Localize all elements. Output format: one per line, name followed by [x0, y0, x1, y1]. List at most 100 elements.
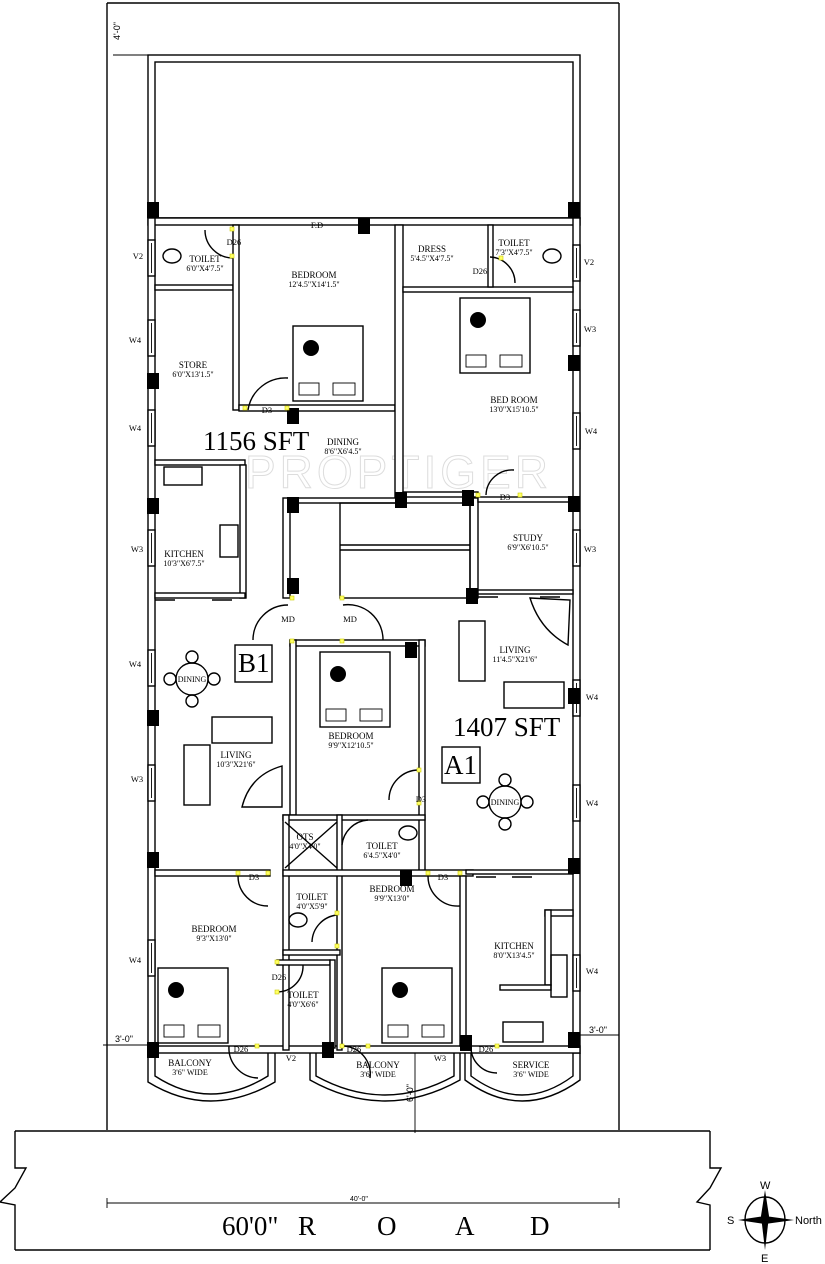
wall [477, 589, 574, 595]
wall [282, 814, 290, 1051]
room-name: TOILET [366, 841, 398, 851]
room-name: BEDROOM [369, 884, 414, 894]
room-size: 5'4.5"X4'7.5" [410, 254, 453, 263]
door-hinge [517, 492, 523, 498]
door-hinge [229, 253, 235, 259]
room-size: 4'0"X5'9" [296, 902, 327, 911]
room-size: 6'4.5"X4'0" [363, 851, 400, 860]
wall [544, 909, 552, 986]
wall [232, 224, 240, 411]
wall [239, 464, 247, 599]
wall [154, 592, 246, 599]
door-hinge [274, 989, 280, 995]
column [287, 408, 299, 424]
bed [381, 967, 453, 1044]
door-hinge [416, 800, 422, 806]
toilet-fixture [398, 825, 418, 841]
room-name: BEDROOM [191, 924, 236, 934]
unit-b1-box [234, 644, 273, 683]
door-swing [341, 819, 369, 846]
chair [498, 817, 512, 831]
door-label: D3 [262, 405, 272, 415]
unit-a1-box [441, 746, 481, 784]
door-label: D26 [347, 1044, 362, 1054]
room-name: TOILET [189, 254, 221, 264]
room-size: 11'4.5"X21'6" [493, 655, 538, 664]
door-hinge [334, 910, 340, 916]
door-hinge [289, 638, 295, 644]
wall [276, 959, 331, 966]
sofa [183, 744, 211, 806]
room-name: TOILET [287, 990, 319, 1000]
door-hinge [229, 226, 235, 232]
compass-icon: W S North E [727, 1180, 822, 1264]
door-label: D26 [473, 266, 488, 276]
door-swing [276, 964, 304, 993]
window-label: W4 [586, 692, 599, 702]
sofa [503, 681, 565, 709]
wall [329, 959, 336, 1049]
window-label: W3 [584, 324, 596, 334]
door-label: D26 [272, 972, 287, 982]
door-label: F.D [311, 220, 323, 230]
road-width: 60'0" [222, 1211, 278, 1241]
room-labels: TOILET6'0"X4'7.5"BEDROOM12'4.5"X14'1.5"D… [163, 238, 549, 1079]
window-label: V2 [286, 1053, 296, 1063]
door-swing [489, 256, 516, 284]
room-name: BEDROOM [328, 731, 373, 741]
column [147, 1042, 159, 1058]
road-letter: A [455, 1211, 475, 1241]
door-swing [342, 603, 384, 641]
room-size: 8'6"X6'4.5" [324, 447, 361, 456]
chair [207, 672, 221, 686]
room-name: BALCONY [356, 1060, 400, 1070]
window-label: W4 [129, 955, 142, 965]
bed [459, 297, 531, 374]
room-size: 9'3"X13'0" [196, 934, 231, 943]
stove [502, 1021, 544, 1043]
window-label: W4 [129, 335, 142, 345]
room-name: KITCHEN [164, 549, 204, 559]
window-label: W3 [584, 544, 596, 554]
stove [163, 466, 203, 486]
door-hinge [265, 870, 271, 876]
road-letter: O [377, 1211, 397, 1241]
column [568, 496, 580, 512]
column [568, 688, 580, 704]
window-label: W4 [129, 423, 142, 433]
room-name: BALCONY [168, 1058, 212, 1068]
wall [418, 639, 426, 876]
door-hinge [475, 492, 481, 498]
wall [282, 497, 291, 599]
compass-e: E [761, 1253, 768, 1264]
staircase [339, 502, 471, 599]
door-hinge [494, 1043, 500, 1049]
door-hinge [242, 405, 248, 411]
furniture [155, 248, 571, 1044]
dim-left-setback: 3'-0" [115, 1034, 133, 1044]
door-hinge [425, 870, 431, 876]
open-terrace [147, 54, 581, 219]
door-swing [252, 604, 289, 641]
chair [476, 795, 490, 809]
column [358, 218, 370, 234]
ots-cross [284, 821, 338, 869]
room-size: 3'6" WIDE [360, 1070, 396, 1079]
unit-b1-label: B1 [238, 648, 270, 678]
door-hinge [457, 870, 463, 876]
column [147, 710, 159, 726]
wall [402, 286, 574, 293]
room-size: 4'0"X6'6" [287, 1000, 318, 1009]
window-label: W4 [586, 798, 599, 808]
door-swing [470, 1045, 498, 1074]
wall [336, 814, 343, 1051]
door-swing [237, 875, 269, 907]
compass-s: S [727, 1215, 734, 1227]
window-label: W3 [131, 544, 143, 554]
column [568, 1032, 580, 1048]
column [147, 373, 159, 389]
room-size: 9'9"X12'10.5" [328, 741, 373, 750]
door-hinge [254, 1043, 260, 1049]
